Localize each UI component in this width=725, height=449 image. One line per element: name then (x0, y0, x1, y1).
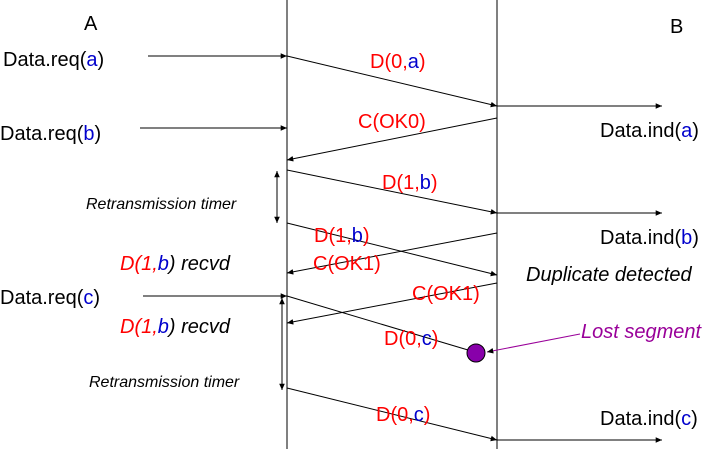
frame-d1b-first-pre: D(1, (382, 172, 420, 194)
req-b-label: Data.req(b) (0, 124, 101, 144)
lost-pointer-arrow (486, 333, 581, 354)
ind-a-close: ) (692, 120, 699, 142)
frame-d0c-retx-arg: c (413, 404, 424, 426)
req-b-name: Data.req( (0, 123, 84, 145)
req-c-arg: c (83, 287, 94, 309)
req-a-arg: a (86, 49, 98, 71)
req-a-label: Data.req(a) (3, 50, 104, 70)
arrow-c-ok1-second (286, 282, 498, 325)
frame-d0a-label: D(0,a) (370, 52, 426, 72)
recvd-1-post: ) recvd (168, 253, 231, 275)
frame-d1b-retx-arg: b (351, 225, 363, 247)
ind-c-close: ) (691, 408, 698, 430)
arrow-c-ok1-first (286, 232, 498, 275)
ind-b-close: ) (692, 227, 699, 249)
recvd-2-arg: b (157, 316, 169, 338)
entity-a-label: A (84, 13, 98, 35)
frame-d1b-first-arg: b (419, 172, 431, 194)
arrow-d0c-retx (286, 387, 498, 442)
req-a-name: Data.req( (3, 49, 87, 71)
arrow-d0c-lost (286, 295, 469, 351)
ind-c-label: Data.ind(c) (600, 409, 698, 429)
arrow-d1b-first (286, 169, 498, 215)
frame-d0a-arg: a (407, 51, 419, 73)
req-c-close: ) (93, 287, 101, 309)
frame-d0c-lost-arg: c (421, 328, 432, 350)
recvd-1-pre: D(1, (120, 253, 158, 275)
ind-a-label: Data.ind(a) (600, 121, 699, 141)
frame-d1b-first-label: D(1,b) (382, 173, 438, 193)
frame-d1b-first-close: ) (430, 172, 438, 194)
frame-d0c-lost-label: D(0,c) (384, 329, 438, 349)
frame-c-ok0-label: C(OK0) (358, 111, 426, 133)
ind-b-label: Data.ind(b) (600, 228, 699, 248)
frame-d0c-lost-close: ) (431, 328, 439, 350)
frame-c-ok1-first-label: C(OK1) (313, 253, 381, 275)
arrow-c-ok0 (286, 117, 498, 162)
duplicate-detected-label: Duplicate detected (526, 264, 692, 286)
entity-b-label: B (670, 16, 684, 38)
retx-timer-1-label: Retransmission timer (86, 196, 237, 213)
frame-d0a-close: ) (418, 51, 426, 73)
recvd-2-post: ) recvd (168, 316, 231, 338)
arrow-d1b-retx (286, 222, 498, 277)
frame-d1b-retx-close: ) (362, 225, 370, 247)
req-b-arg: b (83, 123, 95, 145)
ind-a-arg: a (681, 120, 693, 142)
recvd-2-label: D(1,b) recvd (120, 317, 230, 337)
ind-c-name: Data.ind( (600, 408, 682, 430)
frame-d1b-retx-label: D(1,b) (314, 226, 370, 246)
req-b-close: ) (94, 123, 102, 145)
frame-d0c-retx-close: ) (423, 404, 431, 426)
frame-d0c-retx-pre: D(0, (376, 404, 414, 426)
recvd-1-label: D(1,b) recvd (120, 254, 230, 274)
ind-c-arg: c (681, 408, 692, 430)
req-c-label: Data.req(c) (0, 288, 100, 308)
frame-d0a-pre: D(0, (370, 51, 408, 73)
recvd-1-arg: b (157, 253, 169, 275)
lost-segment-dot (466, 343, 486, 363)
recvd-2-pre: D(1, (120, 316, 158, 338)
ind-a-name: Data.ind( (600, 120, 682, 142)
req-c-name: Data.req( (0, 287, 84, 309)
ind-b-arg: b (681, 227, 693, 249)
frame-d0c-lost-pre: D(0, (384, 328, 422, 350)
arrow-d0a (286, 55, 498, 108)
lost-segment-label: Lost segment (581, 321, 702, 343)
frame-d1b-retx-pre: D(1, (314, 225, 352, 247)
frame-d0c-retx-label: D(0,c) (376, 405, 430, 425)
frame-c-ok1-second-label: C(OK1) (412, 283, 480, 305)
retx-timer-2-label: Retransmission timer (89, 374, 240, 391)
req-a-close: ) (97, 49, 105, 71)
ind-b-name: Data.ind( (600, 227, 682, 249)
